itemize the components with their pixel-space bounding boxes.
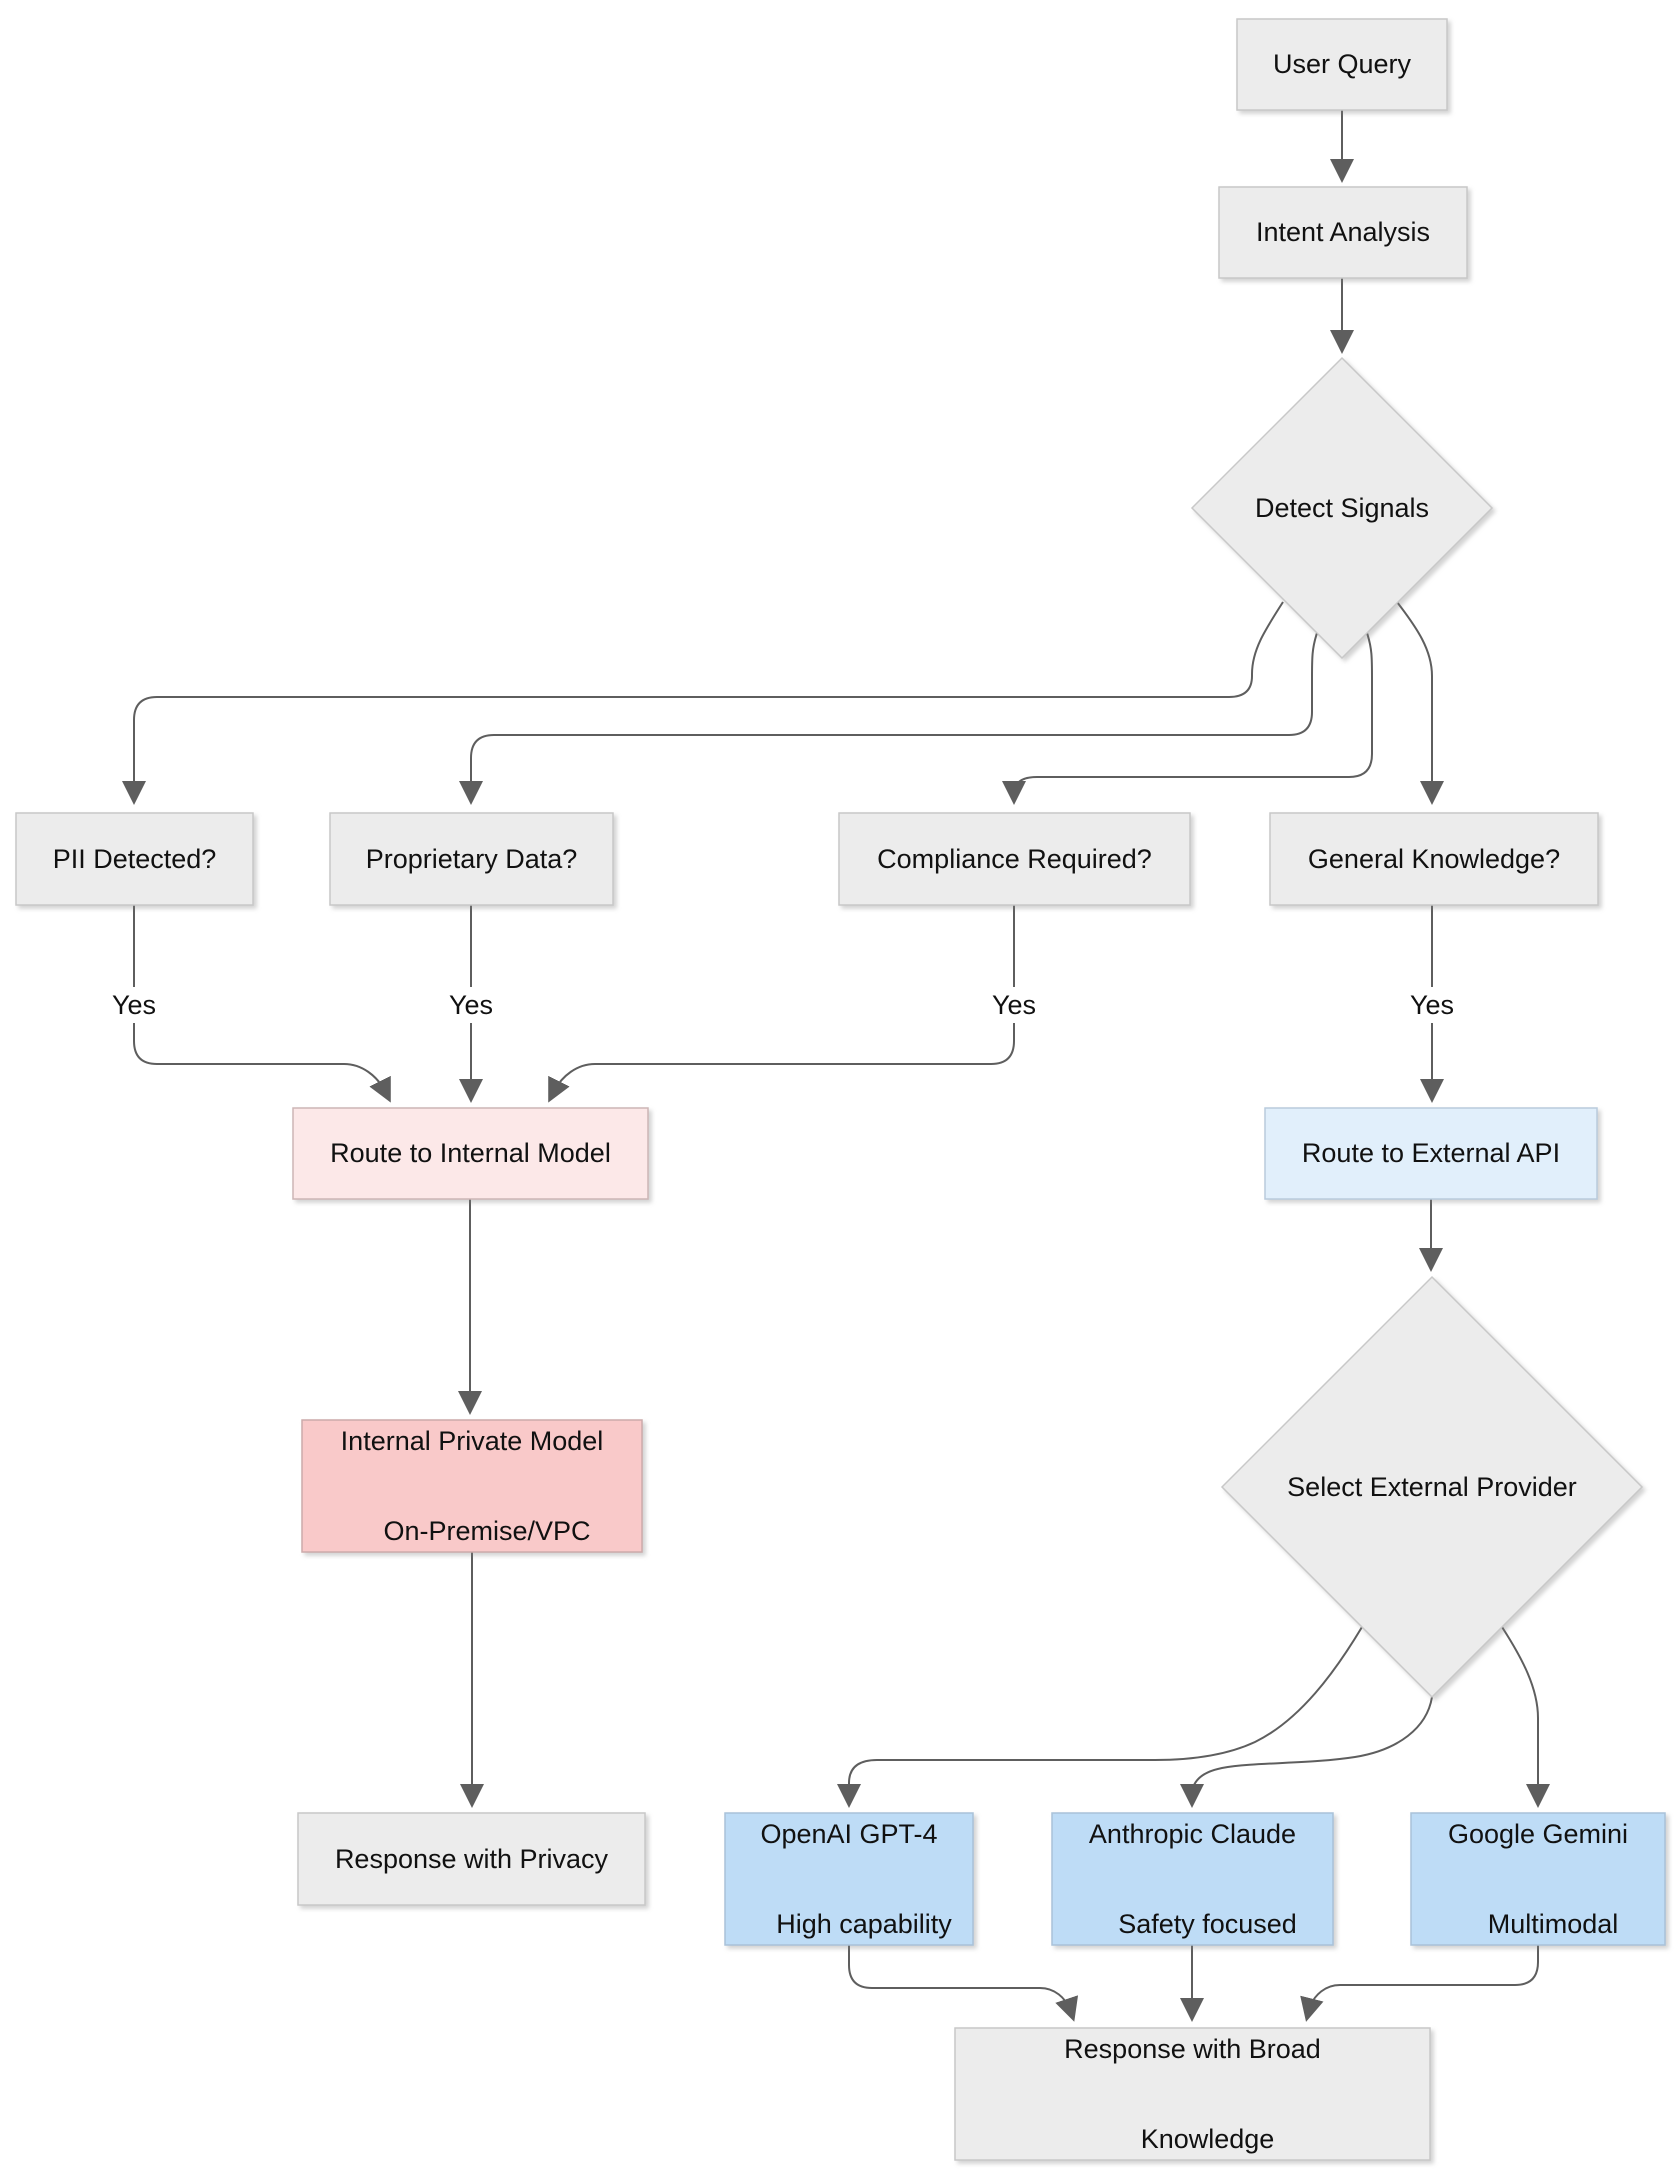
node-user-query-shape xyxy=(1236,18,1448,111)
node-internal-model-shape xyxy=(301,1419,643,1553)
edge-compliance-yes-to-route-internal xyxy=(548,905,1015,1103)
node-route-external-shape xyxy=(1264,1107,1598,1200)
node-general-shape xyxy=(1269,812,1599,906)
node-claude-shape xyxy=(1051,1812,1334,1946)
edge-pii-yes-to-route-internal xyxy=(133,905,391,1103)
node-route-internal-shape xyxy=(292,1107,649,1200)
edge-select-to-claude xyxy=(1180,1696,1433,1808)
edge-gemini-to-response-broad xyxy=(1300,1945,1539,2022)
edge-select-to-gemini xyxy=(1501,1626,1550,1808)
edge-detect-to-compliance xyxy=(1002,632,1373,805)
node-response-broad-shape xyxy=(954,2027,1431,2161)
node-compliance-shape xyxy=(838,812,1191,906)
edge-openai-to-response-broad xyxy=(848,1945,1079,2022)
node-gemini-shape xyxy=(1410,1812,1666,1946)
nodes-group xyxy=(15,18,1666,2161)
edge-select-to-openai xyxy=(837,1626,1363,1808)
edges-group xyxy=(122,110,1550,2022)
node-select-provider-shape xyxy=(1220,1275,1644,1699)
node-detect-signals-shape xyxy=(1190,356,1494,660)
edge-detect-to-proprietary xyxy=(459,632,1318,805)
node-proprietary-shape xyxy=(329,812,614,906)
edge-detect-to-general xyxy=(1396,601,1444,805)
node-pii-shape xyxy=(15,812,254,906)
node-response-privacy-shape xyxy=(297,1812,646,1906)
node-openai-shape xyxy=(724,1812,974,1946)
edge-detect-to-pii xyxy=(122,601,1284,805)
node-intent-analysis-shape xyxy=(1218,186,1468,279)
